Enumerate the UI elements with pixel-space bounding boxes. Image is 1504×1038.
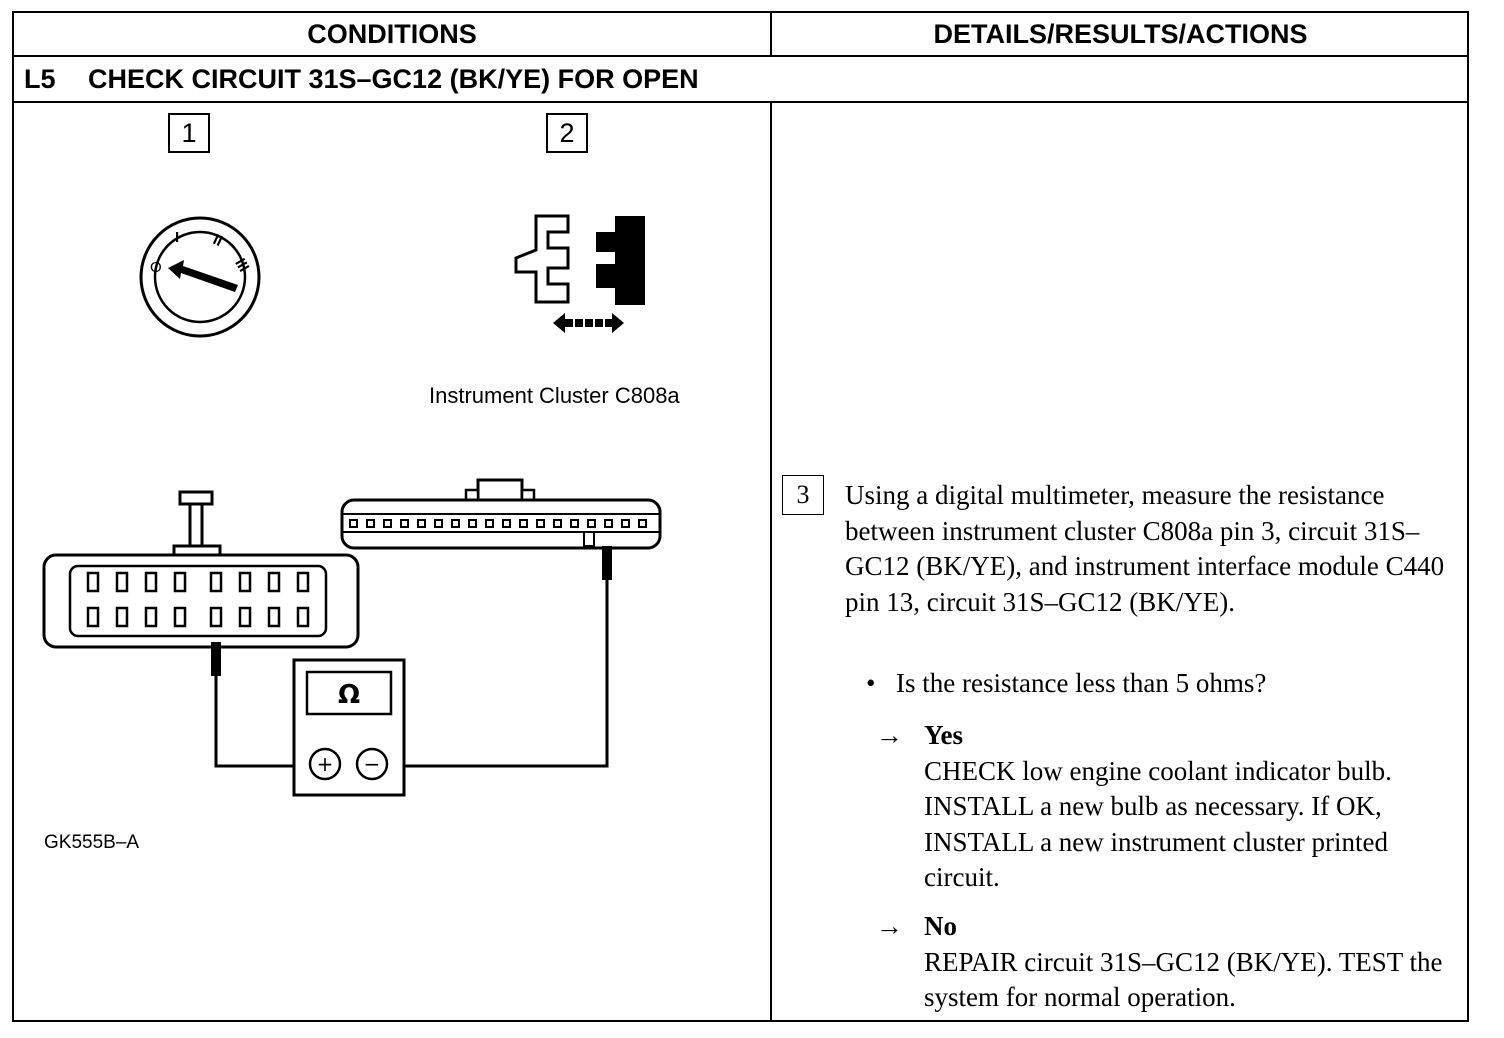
- no-arrow-icon: →: [876, 911, 903, 941]
- question-text: Is the resistance less than 5 ohms?: [896, 668, 1267, 698]
- condition-box-1: 1: [168, 113, 210, 153]
- negative-lead-wire: [214, 676, 294, 768]
- c808a-connector-icon: [340, 478, 662, 580]
- question: • Is the resistance less than 5 ohms?: [866, 668, 1266, 699]
- minus-terminal: −: [364, 752, 381, 776]
- header-rule: [14, 55, 1467, 57]
- column-divider: [770, 103, 772, 1022]
- connector-disconnect-icon: [514, 214, 645, 333]
- title-rule: [14, 101, 1467, 103]
- ohm-symbol: Ω: [338, 680, 360, 710]
- details-header: DETAILS/RESULTS/ACTIONS: [933, 18, 1308, 49]
- step-title: L5 CHECK CIRCUIT 31S–GC12 (BK/YE) FOR OPE…: [24, 57, 699, 101]
- plus-terminal: +: [317, 752, 334, 776]
- positive-lead-wire: [404, 580, 609, 768]
- condition-box-2: 2: [546, 113, 588, 153]
- details-step-box-3: 3: [782, 475, 824, 515]
- step-code: L5: [24, 63, 56, 94]
- no-label: No: [924, 911, 957, 941]
- multimeter-icon: Ω + −: [292, 658, 406, 797]
- conditions-header: CONDITIONS: [307, 18, 477, 49]
- ignition-mark-1: I: [175, 229, 179, 246]
- no-action-text: REPAIR circuit 31S–GC12 (BK/YE). TEST th…: [924, 946, 1443, 1013]
- header-divider: [770, 13, 772, 55]
- ignition-mark-off: O: [150, 259, 162, 276]
- figure-id: GK555B–A: [44, 832, 140, 853]
- yes-action-text: CHECK low engine coolant indicator bulb.…: [924, 755, 1392, 893]
- c440-connector-icon: [42, 490, 360, 676]
- measurement-instruction: Using a digital multimeter, measure the …: [845, 480, 1445, 617]
- answer-no: → No REPAIR circuit 31S–GC12 (BK/YE). TES…: [876, 909, 1456, 1016]
- yes-label: Yes: [924, 720, 963, 750]
- ignition-switch-icon: O I II III: [139, 216, 261, 338]
- yes-arrow-icon: →: [876, 720, 903, 750]
- question-bullet: •: [866, 668, 876, 698]
- answer-yes: → Yes CHECK low engine coolant indicator …: [876, 718, 1456, 896]
- connector-caption: Instrument Cluster C808a: [429, 383, 680, 408]
- step-heading: CHECK CIRCUIT 31S–GC12 (BK/YE) FOR OPEN: [88, 63, 699, 94]
